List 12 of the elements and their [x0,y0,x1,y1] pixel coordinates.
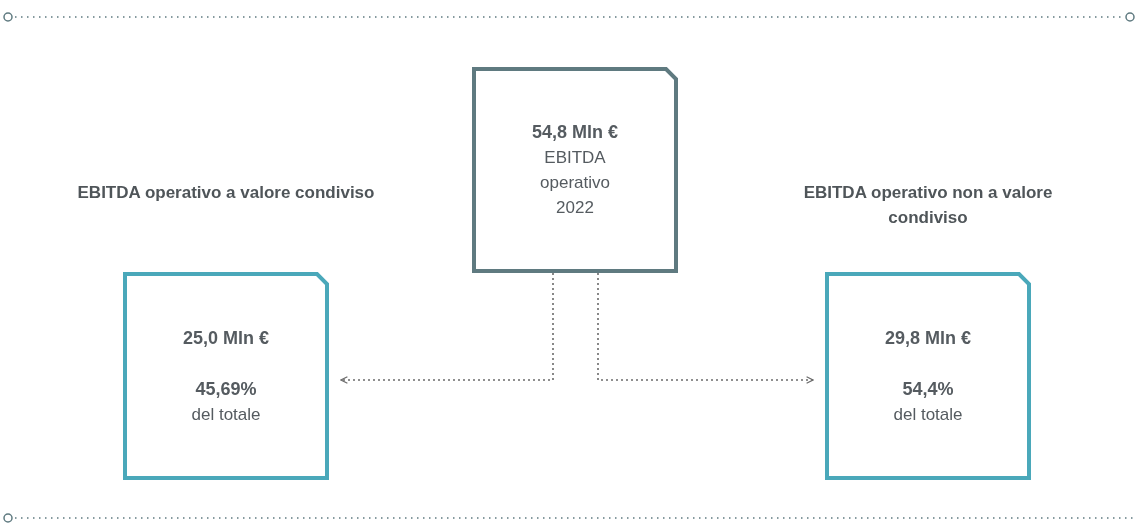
box-heading: EBITDA operativo non a valore condiviso [802,182,1054,229]
label-text: del totale [191,403,261,426]
value-text: 54,8 Mln € [531,121,618,144]
value-text: 45,69% [195,377,257,401]
dotted-arrow [340,272,554,384]
label-text: EBITDA operativo 2022 [539,147,611,219]
label-text: del totale [893,403,963,426]
dotted-arrow [597,272,814,384]
value-text: 29,8 Mln € [884,326,971,350]
value-text: 25,0 Mln € [182,326,269,350]
value-text: 54,4% [902,377,954,401]
box-heading: EBITDA operativo a valore condiviso [76,182,376,204]
